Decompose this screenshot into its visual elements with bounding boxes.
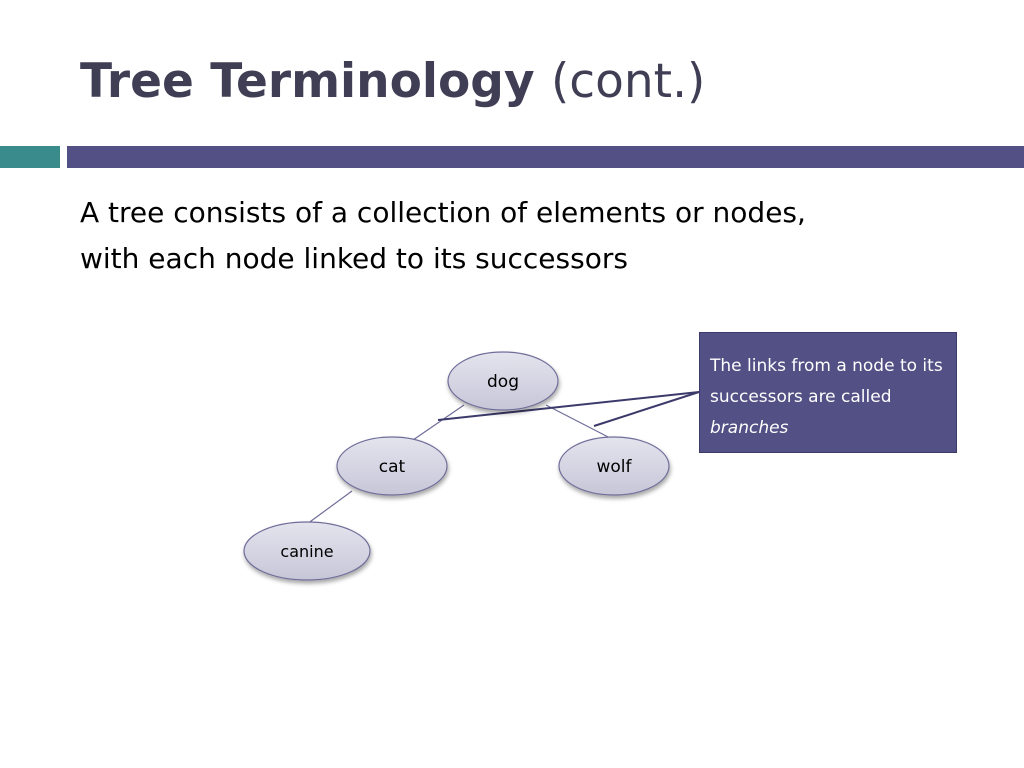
callout-emphasis: branches: [710, 418, 789, 438]
callout-pointer-left: [437, 391, 700, 421]
edge-dog-cat: [412, 404, 465, 441]
node-label-wolf: wolf: [596, 457, 632, 477]
tree-node-canine: canine: [243, 521, 371, 581]
node-label-canine: canine: [280, 542, 333, 561]
title-accent-purple-bar: [67, 146, 1024, 168]
callout-pointer-right: [593, 391, 700, 427]
tree-node-wolf: wolf: [558, 436, 670, 496]
tree-node-dog: dog: [447, 351, 559, 411]
edge-dog-wolf: [545, 404, 615, 441]
body-line-1: A tree consists of a collection of eleme…: [80, 196, 806, 229]
branches-callout-box: The links from a node to its successors …: [699, 332, 957, 453]
callout-text: The links from a node to its successors …: [710, 356, 943, 407]
title-suffix: (cont.): [550, 54, 706, 109]
body-line-2: with each node linked to its successors: [80, 242, 628, 275]
node-label-cat: cat: [379, 457, 406, 477]
title-main: Tree Terminology: [80, 54, 535, 109]
slide-title: Tree Terminology (cont.): [80, 52, 705, 112]
title-accent-teal-bar: [0, 146, 60, 168]
tree-node-cat: cat: [336, 436, 448, 496]
node-label-dog: dog: [487, 372, 519, 392]
body-text: A tree consists of a collection of eleme…: [80, 190, 960, 282]
edge-cat-canine: [306, 490, 353, 525]
